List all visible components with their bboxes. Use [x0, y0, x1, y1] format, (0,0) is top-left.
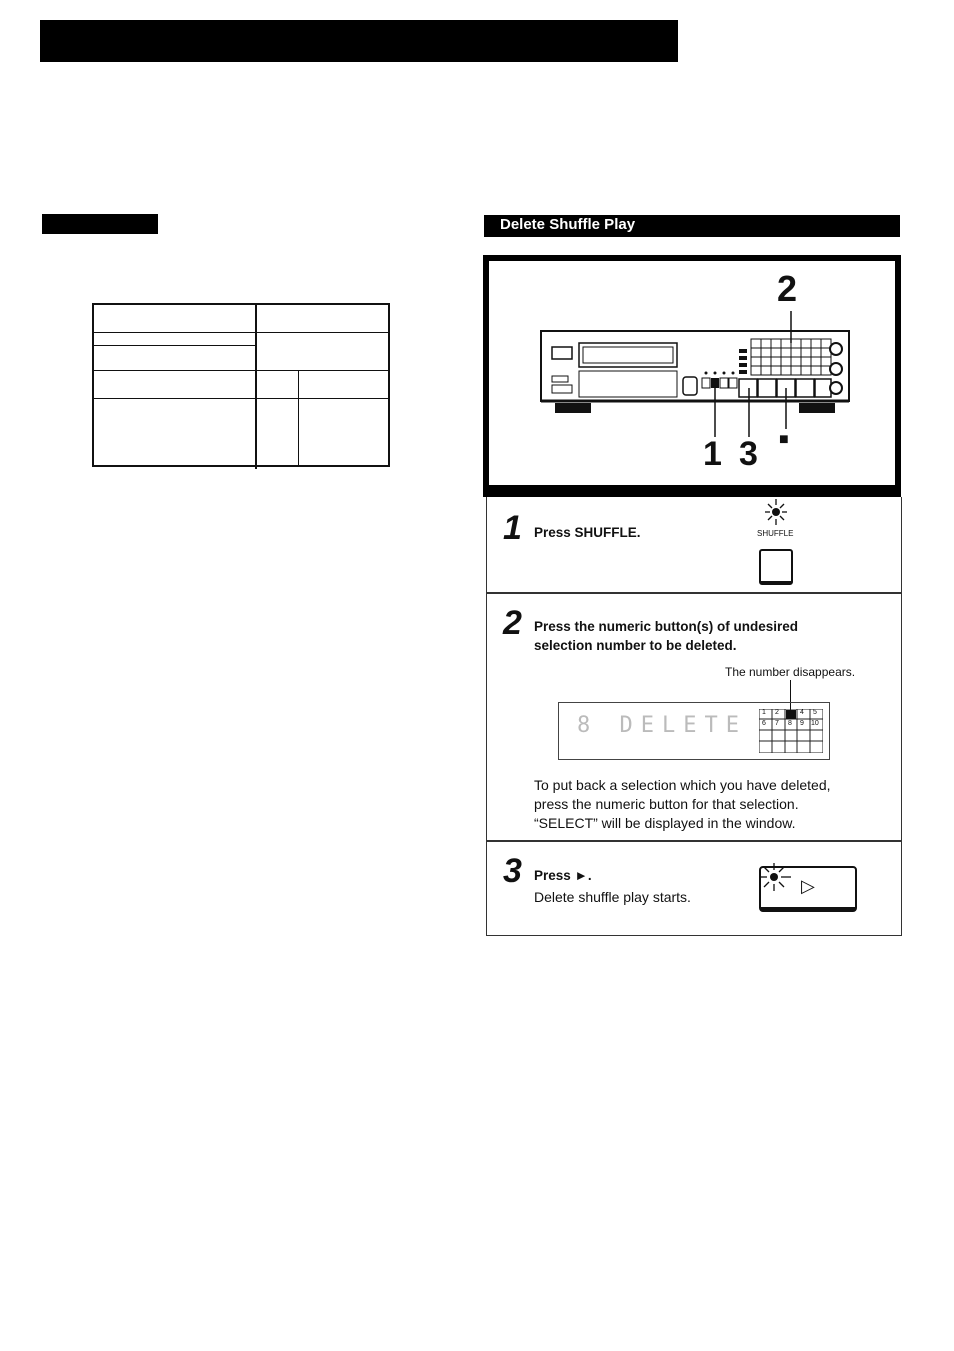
grid-num-4: 4 [800, 709, 804, 716]
grid-num-5: 5 [813, 709, 817, 716]
step-1-panel: 1 Press SHUFFLE. SHUFFLE [486, 497, 902, 593]
step-1-instruction: Press SHUFFLE. [534, 525, 641, 540]
play-button[interactable]: ▷ [759, 866, 857, 912]
grid-num-6: 6 [762, 720, 766, 727]
grid-num-7: 7 [775, 720, 779, 727]
shuffle-button[interactable] [759, 549, 793, 585]
play-icon: ▷ [801, 876, 815, 896]
step-2-instruction-line2: selection number to be deleted. [534, 638, 737, 653]
display-text: 8 DELETE [577, 713, 747, 738]
step-2-instruction-line1: Press the numeric button(s) of undesired [534, 619, 799, 634]
left-section-heading [42, 214, 158, 234]
grid-num-2: 2 [775, 709, 779, 716]
page-header-bar [40, 20, 678, 62]
step-3-panel: 3 Press ►. Delete shuffle play starts. ▷ [486, 841, 902, 936]
grid-num-9: 9 [800, 720, 804, 727]
left-table [92, 303, 390, 469]
step-1-number: 1 [503, 509, 522, 547]
step-2-note-line2: press the numeric button for that select… [534, 796, 799, 812]
sparkle-icon [765, 499, 787, 525]
step-3-instruction: Press ►. [534, 868, 592, 883]
callout-1: 1 [703, 435, 722, 473]
grid-num-1: 1 [762, 709, 766, 716]
step-2-note-line1: To put back a selection which you have d… [534, 777, 831, 793]
grid-num-8: 8 [788, 720, 792, 727]
display-window: 8 DELETE 1 2 4 5 6 7 8 9 10 [558, 702, 830, 760]
sparkle-icon [760, 863, 791, 891]
callout-stop: ■ [779, 431, 789, 448]
callout-3: 3 [739, 435, 758, 473]
track-grid: 1 2 4 5 6 7 8 9 10 [759, 709, 823, 753]
step-2-note-line3: “SELECT” will be displayed in the window… [534, 815, 796, 831]
step-3-number: 3 [503, 852, 522, 890]
section-title: Delete Shuffle Play [484, 215, 900, 237]
shuffle-button-label: SHUFFLE [757, 529, 794, 538]
grid-num-10: 10 [811, 720, 819, 727]
step-3-detail: Delete shuffle play starts. [534, 889, 691, 905]
callout-2: 2 [777, 268, 798, 309]
step-2-panel: 2 Press the numeric button(s) of undesir… [486, 593, 902, 841]
caption-leader-line [790, 680, 791, 712]
step-2-caption: The number disappears. [725, 665, 856, 679]
step-2-number: 2 [503, 604, 522, 642]
deck-illustration: 2 1 3 ■ [483, 255, 901, 497]
